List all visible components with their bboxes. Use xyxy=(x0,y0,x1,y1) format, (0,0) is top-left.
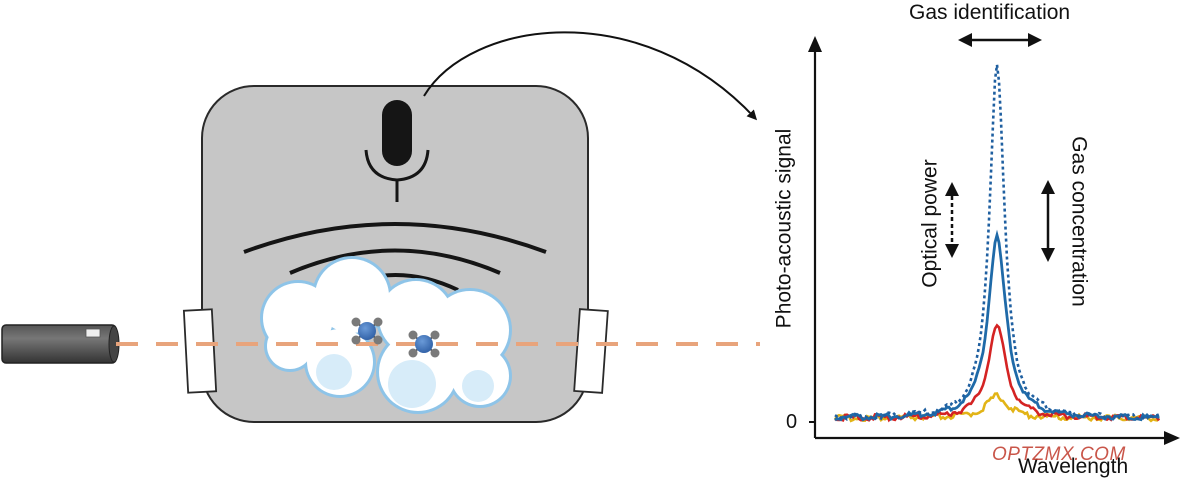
gas-identification-label: Gas identification xyxy=(909,1,1071,24)
gas-identification-arrow xyxy=(958,33,1042,47)
spectrum-axes xyxy=(808,36,1180,445)
gas-molecule-icon xyxy=(408,330,440,358)
watermark: OPTZMX.COM xyxy=(992,444,1126,465)
spectrum-curve-dotted xyxy=(834,64,1160,422)
microphone-icon xyxy=(364,100,430,202)
spectrum-curves xyxy=(833,64,1161,423)
entrance-window xyxy=(182,308,218,394)
signal-transfer-arrow xyxy=(423,31,758,121)
exit-window xyxy=(573,308,609,394)
laser-source-icon xyxy=(1,324,120,364)
optical-power-label: Optical power xyxy=(918,159,942,288)
spectrum-curve-red xyxy=(834,323,1161,423)
zero-tick-label: 0 xyxy=(786,411,798,433)
x-axis-label: Wavelength xyxy=(1018,455,1129,478)
gas-concentration-label: Gas concentration xyxy=(1067,136,1091,307)
optical-power-arrow xyxy=(945,182,959,258)
gas-concentration-arrow xyxy=(1041,180,1055,262)
gas-molecule-icon xyxy=(351,317,383,345)
y-axis-label: Photo-acoustic signal xyxy=(772,128,796,329)
